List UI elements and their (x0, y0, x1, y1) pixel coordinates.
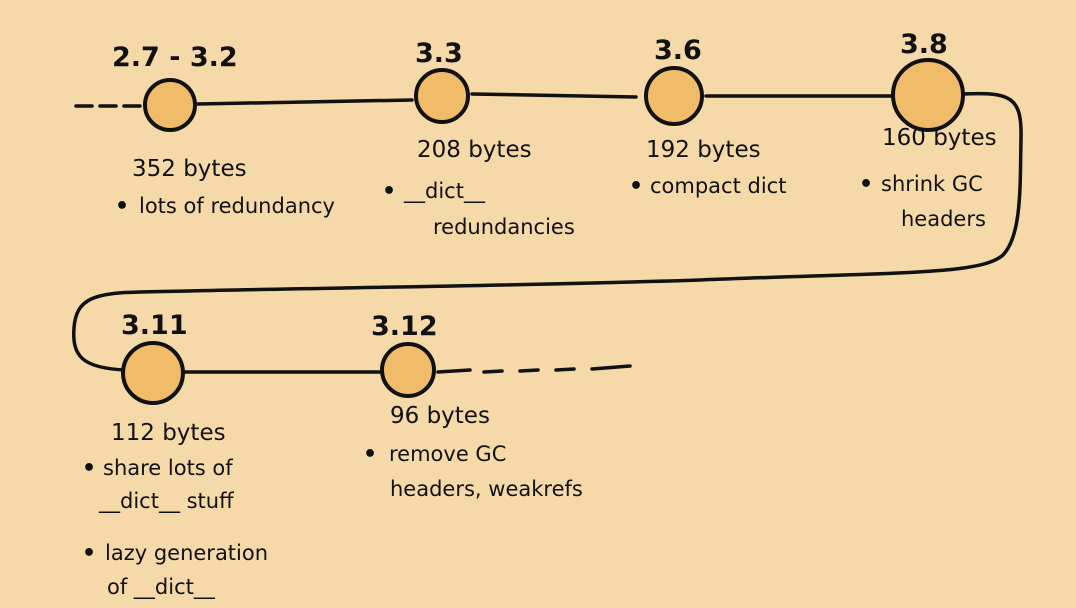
size-label: 208 bytes (417, 137, 532, 163)
version-node (414, 68, 470, 124)
timeline-connector (470, 92, 638, 99)
version-node (121, 341, 185, 405)
version-node (891, 58, 965, 132)
note-line: __dict__ (403, 179, 485, 204)
note-bullet: • (82, 456, 96, 481)
note-line: redundancies (433, 215, 575, 239)
note-line: shrink GC (881, 172, 983, 196)
version-label: 3.3 (415, 38, 463, 69)
trailing-dash (554, 367, 576, 372)
size-label: 160 bytes (882, 125, 997, 151)
timeline-connector (196, 98, 414, 106)
note-line: __dict__ stuff (98, 489, 234, 514)
version-node (143, 78, 197, 132)
trailing-dash (518, 368, 540, 373)
note-bullet: • (363, 442, 377, 467)
version-label: 3.8 (900, 29, 948, 60)
note-line: lots of redundancy (139, 194, 335, 218)
note-line: headers (901, 207, 986, 231)
version-label: 3.6 (654, 35, 702, 66)
note-line: of __dict__ (107, 575, 215, 600)
note-line: share lots of (103, 456, 233, 480)
note-line: lazy generation (105, 541, 268, 565)
version-label: 2.7 - 3.2 (112, 42, 238, 73)
size-label: 96 bytes (390, 403, 490, 429)
note-line: remove GC (389, 442, 506, 466)
trailing-dash (482, 369, 504, 374)
note-line: compact dict (650, 174, 786, 198)
size-label: 352 bytes (132, 156, 247, 182)
version-node (644, 66, 704, 126)
size-label: 112 bytes (111, 420, 226, 446)
size-label: 192 bytes (646, 137, 761, 163)
trailing-dash (436, 368, 472, 374)
note-bullet: • (629, 174, 643, 199)
version-label: 3.12 (371, 311, 438, 342)
note-bullet: • (115, 194, 129, 219)
note-bullet: • (382, 179, 396, 204)
note-bullet: • (82, 541, 96, 566)
timeline-wrap-connector (72, 91, 1023, 372)
trailing-dash (590, 364, 632, 371)
version-label: 3.11 (121, 310, 188, 341)
note-line: headers, weakrefs (390, 477, 583, 501)
version-node (380, 342, 436, 398)
note-bullet: • (859, 172, 873, 197)
